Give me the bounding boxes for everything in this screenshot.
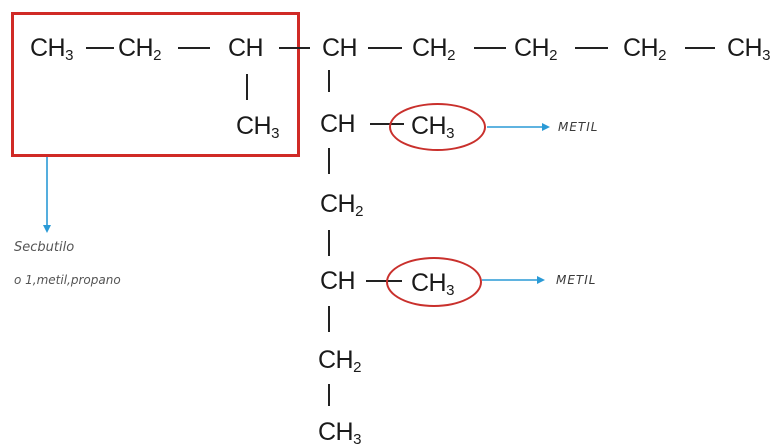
methyl-label-1: METIL xyxy=(558,120,599,134)
bond-c4-c5 xyxy=(368,47,402,49)
bond-v1-v2 xyxy=(328,148,330,174)
carbon-v2: CH2 xyxy=(320,190,363,220)
carbon-8: CH3 xyxy=(727,34,770,64)
carbon-v3: CH xyxy=(320,267,356,295)
secbutilo-alt-name: o 1,metil,propano xyxy=(14,273,121,287)
arrow-secbutyl-head xyxy=(43,225,51,233)
carbon-v1: CH xyxy=(320,110,356,138)
carbon-v4: CH2 xyxy=(318,346,361,376)
carbon-7: CH2 xyxy=(623,34,666,64)
secbutilo-label: Secbutilo xyxy=(14,240,75,255)
carbon-6: CH2 xyxy=(514,34,557,64)
carbon-2: CH2 xyxy=(118,34,161,64)
bond-c3-branch xyxy=(246,74,248,100)
bond-v1-methyl xyxy=(370,123,404,125)
carbon-3-branch: CH3 xyxy=(236,112,279,142)
carbon-3: CH xyxy=(228,34,264,62)
bond-c7-c8 xyxy=(685,47,715,49)
arrow-methyl-2-head xyxy=(537,276,545,284)
methyl-1-highlight-ring xyxy=(389,103,486,151)
methyl-2-highlight-ring xyxy=(386,257,482,307)
bond-c1-c2 xyxy=(86,47,114,49)
bond-v3-methyl xyxy=(366,280,402,282)
bond-c4-v1 xyxy=(328,70,330,92)
carbon-4: CH xyxy=(322,34,358,62)
carbon-v5: CH3 xyxy=(318,418,361,448)
bond-c3-c4 xyxy=(279,47,310,49)
carbon-1: CH3 xyxy=(30,34,73,64)
carbon-5: CH2 xyxy=(412,34,455,64)
bond-v3-v4 xyxy=(328,306,330,332)
bond-v4-v5 xyxy=(328,384,330,406)
methyl-label-2: METIL xyxy=(556,273,597,287)
bond-c5-c6 xyxy=(474,47,506,49)
secbutyl-highlight-box xyxy=(11,12,300,157)
arrow-methyl-1-head xyxy=(542,123,550,131)
bond-v2-v3 xyxy=(328,230,330,256)
bond-c6-c7 xyxy=(575,47,608,49)
bond-c2-c3 xyxy=(178,47,210,49)
